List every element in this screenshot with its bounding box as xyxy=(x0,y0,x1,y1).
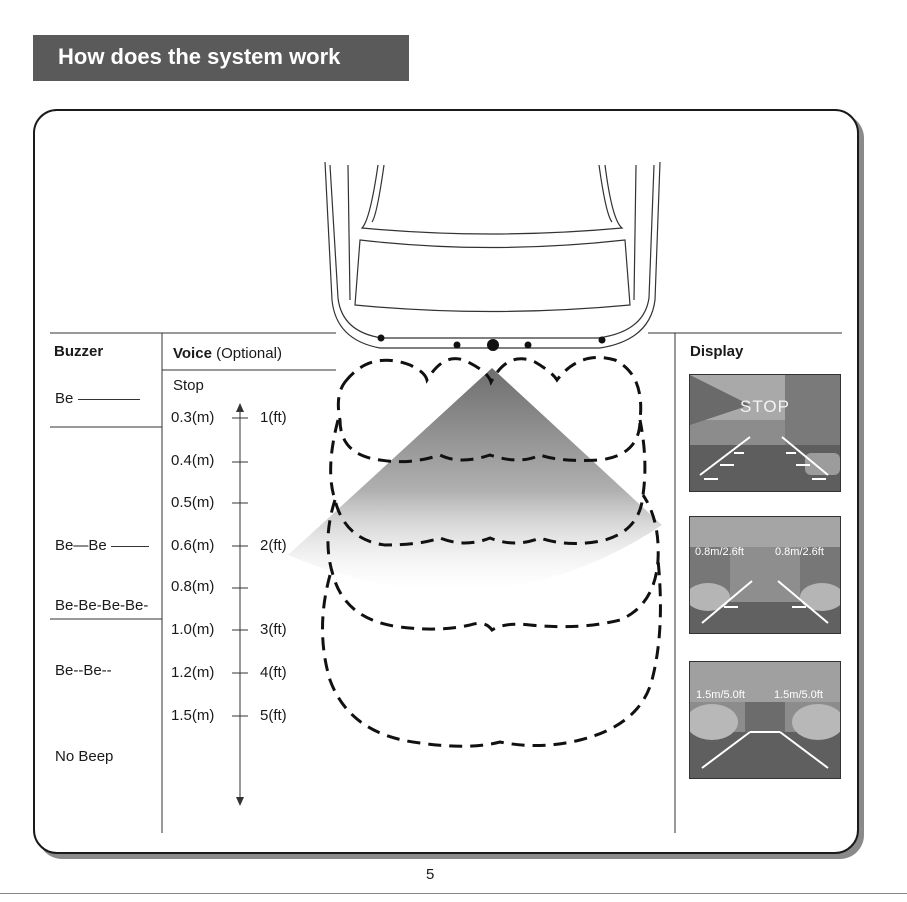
distance-m-label: 0.8(m) xyxy=(171,578,214,595)
display-screen-mid: 0.8m/2.6ft 0.8m/2.6ft xyxy=(689,516,841,634)
distance-m-label: 0.5(m) xyxy=(171,494,214,511)
distance-ft-label: 5(ft) xyxy=(260,707,287,724)
detection-beam xyxy=(288,368,662,591)
voice-stop-label: Stop xyxy=(173,377,204,394)
buzzer-label: Be--Be-- xyxy=(55,662,112,679)
display-screen-stop: STOP xyxy=(689,374,841,492)
display-screen-far: 1.5m/5.0ft 1.5m/5.0ft xyxy=(689,661,841,779)
camera-view-image xyxy=(690,375,840,491)
distance-m-label: 0.3(m) xyxy=(171,409,214,426)
distance-ft-label: 3(ft) xyxy=(260,621,287,638)
display-stop-text: STOP xyxy=(740,397,790,417)
buzzer-line xyxy=(78,399,140,400)
buzzer-label: Be—Be xyxy=(55,537,107,554)
display-distance-left: 1.5m/5.0ft xyxy=(696,689,745,701)
distance-m-label: 1.5(m) xyxy=(171,707,214,724)
buzzer-row-1: Be xyxy=(55,390,140,407)
distance-m-label: 0.6(m) xyxy=(171,537,214,554)
distance-ft-label: 1(ft) xyxy=(260,409,287,426)
buzzer-label: Be xyxy=(55,390,73,407)
voice-header-optional: (Optional) xyxy=(216,345,282,362)
camera-view-image xyxy=(690,517,840,633)
display-distance-left: 0.8m/2.6ft xyxy=(695,546,744,558)
display-header: Display xyxy=(690,343,743,360)
display-distance-right: 0.8m/2.6ft xyxy=(775,546,824,558)
distance-m-label: 1.2(m) xyxy=(171,664,214,681)
distance-m-label: 1.0(m) xyxy=(171,621,214,638)
bottom-rule xyxy=(0,893,907,894)
display-distance-right: 1.5m/5.0ft xyxy=(774,689,823,701)
camera-view-image xyxy=(690,662,840,778)
distance-ft-label: 2(ft) xyxy=(260,537,287,554)
car-rear-outline xyxy=(325,162,660,348)
page-number: 5 xyxy=(426,866,434,883)
buzzer-label: No Beep xyxy=(55,748,113,765)
buzzer-header: Buzzer xyxy=(54,343,103,360)
distance-axis xyxy=(232,403,248,806)
voice-header-label: Voice xyxy=(173,345,212,362)
distance-m-label: 0.4(m) xyxy=(171,452,214,469)
distance-ft-label: 4(ft) xyxy=(260,664,287,681)
buzzer-label: Be-Be-Be-Be- xyxy=(55,597,148,614)
voice-header: Voice (Optional) xyxy=(173,345,282,362)
buzzer-row-2: Be—Be xyxy=(55,537,149,554)
buzzer-line xyxy=(111,546,149,547)
